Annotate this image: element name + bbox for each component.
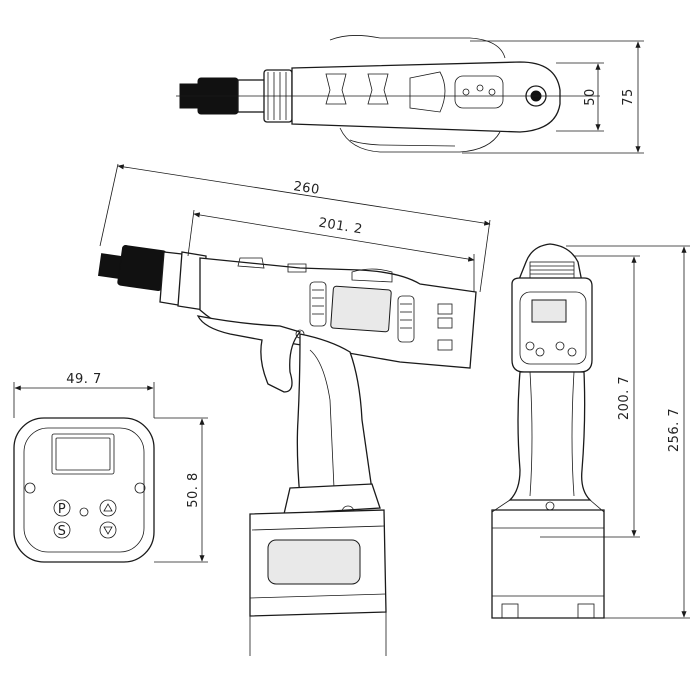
panel-outline <box>13 417 155 563</box>
front-view-grip <box>508 371 592 501</box>
dim-75: 75 <box>621 88 636 106</box>
panel-screw-right <box>134 482 146 494</box>
side-view-trigger <box>196 315 302 393</box>
panel-dimensions: 49. 7 50. 8 <box>13 372 208 563</box>
side-view-dimensions: 260 201. 2 <box>99 163 491 293</box>
dim-200-7: 200. 7 <box>617 376 632 420</box>
side-view-bit <box>117 245 167 291</box>
panel-down-icon <box>99 521 117 539</box>
side-view-vents-front <box>309 281 327 327</box>
dim-256-7: 256. 7 <box>667 408 682 452</box>
panel-detail: P S <box>13 417 155 563</box>
panel-display <box>51 433 115 475</box>
side-view-grip <box>296 333 373 499</box>
panel-button-s-label: S <box>58 524 67 539</box>
panel-up-icon <box>99 499 117 517</box>
front-view-dimensions: 200. 7 256. 7 <box>540 245 690 619</box>
top-view <box>176 35 600 153</box>
panel-screw-left <box>24 482 36 494</box>
top-view-body <box>291 61 561 133</box>
dim-49-7: 49. 7 <box>66 372 102 387</box>
side-view-display <box>330 285 392 333</box>
top-view-dimensions: 50 75 <box>462 40 644 154</box>
panel-button-s: S <box>53 521 71 539</box>
dim-201-2: 201. 2 <box>317 216 363 238</box>
front-view-battery <box>491 509 605 619</box>
dim-260: 260 <box>292 179 320 198</box>
panel-button-p-label: P <box>58 502 66 517</box>
panel-button-p: P <box>53 499 71 517</box>
dim-50: 50 <box>583 88 598 106</box>
side-view-vents-rear <box>397 295 415 343</box>
dim-50-8: 50. 8 <box>186 472 201 508</box>
panel-led <box>79 507 89 517</box>
front-view <box>491 243 605 619</box>
side-view <box>98 245 477 656</box>
front-view-display <box>531 299 567 323</box>
